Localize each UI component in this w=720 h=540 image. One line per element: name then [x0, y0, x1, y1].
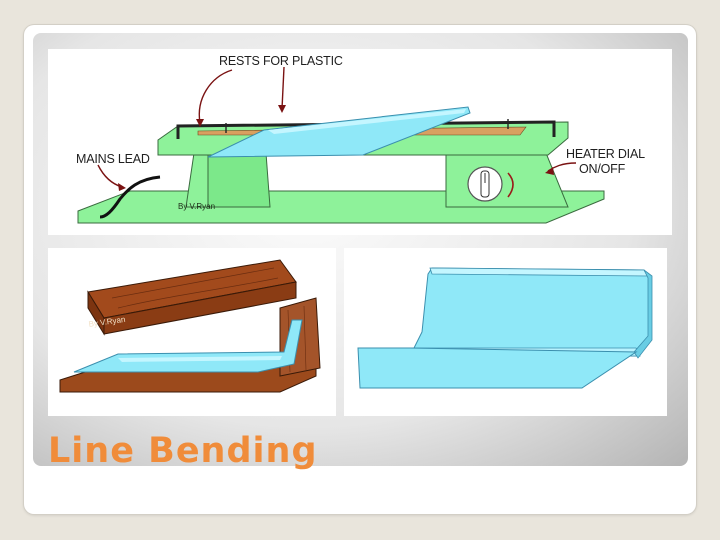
bending-jig-illustration	[59, 259, 321, 393]
heater-dial-label: HEATER DIAL	[566, 147, 645, 161]
bent-sheet-back	[409, 267, 651, 357]
mains-lead-cable	[99, 175, 161, 219]
slide-title: Line Bending	[48, 431, 318, 471]
strip-heater-illustration	[77, 66, 605, 224]
rests-label: RESTS FOR PLASTIC	[219, 54, 343, 68]
right-leg	[445, 152, 569, 208]
left-leg-side	[207, 152, 271, 208]
mains-lead-label: MAINS LEAD	[76, 152, 150, 166]
strip-heater-panel: RESTS FOR PLASTIC MAINS LEAD HEATER DIAL…	[48, 49, 672, 235]
bending-jig-panel: By V.Ryan	[48, 248, 336, 416]
heater-onoff-label: ON/OFF	[579, 162, 626, 176]
bent-plastic-illustration	[357, 267, 653, 389]
credit-label: By V.Ryan	[178, 202, 216, 211]
bent-plastic-panel	[344, 248, 667, 416]
left-leg	[185, 152, 209, 208]
bent-sheet-base	[357, 347, 638, 389]
